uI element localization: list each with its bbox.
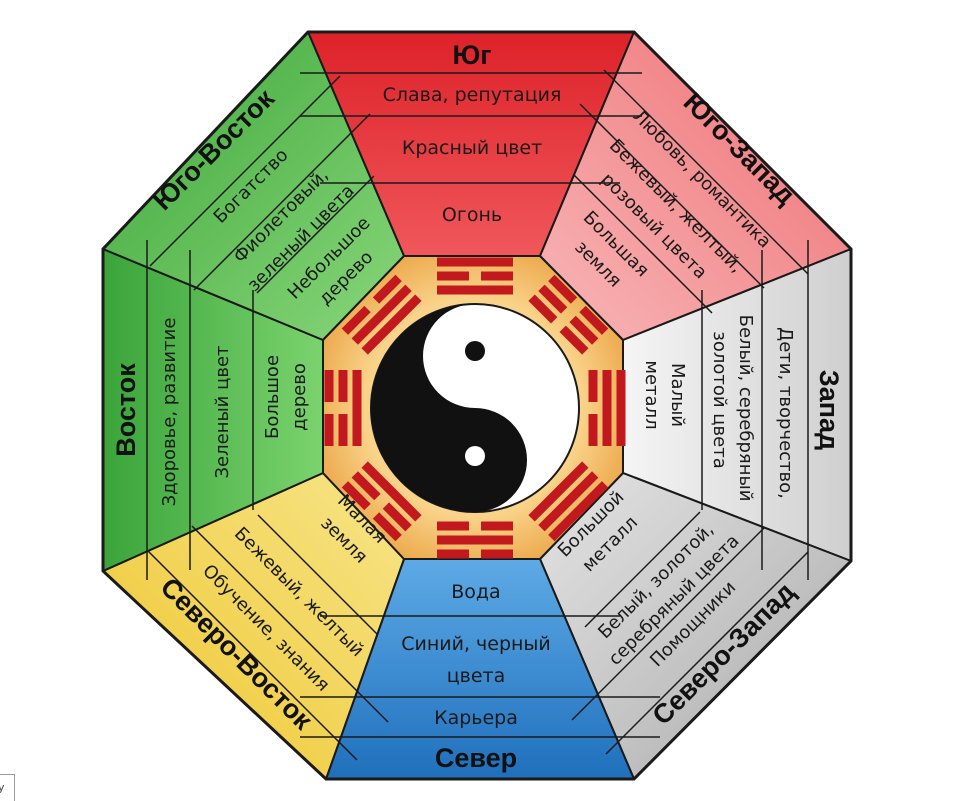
trigram-east bbox=[324, 370, 362, 446]
sector-west-text: Запад Дети, творчество, Белый, серебряны… bbox=[641, 315, 844, 502]
west-item-5: металл bbox=[641, 360, 662, 429]
trigrams bbox=[324, 257, 626, 559]
trigram-line-broken bbox=[437, 521, 469, 531]
trigram-line-broken bbox=[481, 521, 513, 531]
west-item-3: золотой цвета bbox=[709, 331, 730, 468]
trigram-line-broken bbox=[569, 315, 599, 345]
west-item-1: Дети, творчество, bbox=[775, 327, 796, 499]
trigram-southwest bbox=[528, 274, 609, 355]
trigram-line-broken bbox=[324, 370, 334, 402]
trigram-line-broken bbox=[372, 512, 402, 542]
south-item-2: Красный цвет bbox=[402, 137, 542, 159]
south-item-1: Слава, репутация bbox=[383, 84, 562, 106]
west-title: Запад bbox=[814, 370, 844, 450]
sector-wedges bbox=[102, 31, 852, 780]
trigram-line-solid bbox=[602, 370, 612, 446]
trigram-line-broken bbox=[481, 549, 513, 559]
corner-fragment-text: y bbox=[0, 775, 5, 801]
trigram-line-solid bbox=[437, 535, 513, 545]
east-title: Восток bbox=[111, 363, 141, 457]
sector-east-text: Восток Здоровье, развитие Зеленый цвет Б… bbox=[111, 318, 310, 507]
trigram-line-broken bbox=[324, 414, 334, 446]
trigram-line-solid bbox=[538, 471, 599, 532]
trigram-line-solid bbox=[528, 461, 589, 522]
north-item-4: Вода bbox=[451, 581, 500, 603]
band-separators bbox=[146, 69, 809, 761]
trigram-west bbox=[588, 370, 626, 446]
trigram-line-broken bbox=[588, 414, 598, 446]
trigram-line-solid bbox=[351, 284, 412, 345]
south-title: Юг bbox=[452, 40, 491, 70]
trigram-line-broken bbox=[341, 481, 371, 511]
trigram-line-broken bbox=[338, 414, 348, 446]
trigram-line-solid bbox=[352, 370, 362, 446]
trigram-line-broken bbox=[588, 370, 598, 402]
east-item-3: Большое bbox=[262, 355, 283, 439]
north-item-2: Синий, черный bbox=[401, 633, 551, 655]
yin-yang-symbol bbox=[370, 303, 580, 513]
trigram-line-solid bbox=[361, 294, 422, 355]
octagon-outline bbox=[101, 30, 853, 781]
north-title: Север bbox=[435, 743, 517, 773]
trigram-line-solid bbox=[437, 285, 513, 295]
yang-dot bbox=[465, 341, 485, 361]
trigram-line-solid bbox=[616, 370, 626, 446]
trigram-line-broken bbox=[338, 370, 348, 402]
west-item-2: Белый, серебряный bbox=[735, 315, 756, 502]
trigram-line-broken bbox=[437, 549, 469, 559]
sector-north-text: Север Карьера Синий, черный цвета Вода bbox=[401, 581, 551, 773]
east-item-4: дерево bbox=[289, 363, 310, 431]
north-item-1: Карьера bbox=[434, 707, 518, 729]
trigram-line-broken bbox=[579, 305, 609, 335]
west-item-4: Малый bbox=[667, 363, 688, 427]
east-item-1: Здоровье, развитие bbox=[159, 318, 180, 507]
trigram-line-broken bbox=[372, 274, 402, 304]
yin-dot bbox=[465, 446, 485, 466]
sector-south-text: Юг Слава, репутация Красный цвет Огонь bbox=[383, 40, 562, 226]
trigram-line-broken bbox=[351, 471, 381, 501]
trigram-line-broken bbox=[481, 271, 513, 281]
trigram-line-broken bbox=[559, 325, 589, 355]
trigram-line-broken bbox=[437, 271, 469, 281]
trigram-northeast bbox=[341, 461, 422, 542]
trigram-north bbox=[437, 521, 513, 559]
east-item-2: Зеленый цвет bbox=[212, 345, 233, 478]
corner-fragment: y bbox=[0, 774, 15, 801]
trigram-line-solid bbox=[548, 481, 609, 542]
trigram-line-solid bbox=[437, 257, 513, 267]
trigram-line-broken bbox=[528, 294, 558, 324]
trigram-line-solid bbox=[361, 461, 422, 522]
south-item-3: Огонь bbox=[442, 204, 502, 226]
trigram-southeast bbox=[341, 274, 422, 355]
trigram-south bbox=[437, 257, 513, 295]
trigram-line-broken bbox=[382, 502, 412, 532]
north-item-3: цвета bbox=[447, 665, 506, 687]
trigram-line-broken bbox=[548, 274, 578, 304]
trigram-line-broken bbox=[538, 284, 568, 314]
trigram-northwest bbox=[528, 461, 609, 542]
trigram-line-broken bbox=[341, 305, 371, 335]
